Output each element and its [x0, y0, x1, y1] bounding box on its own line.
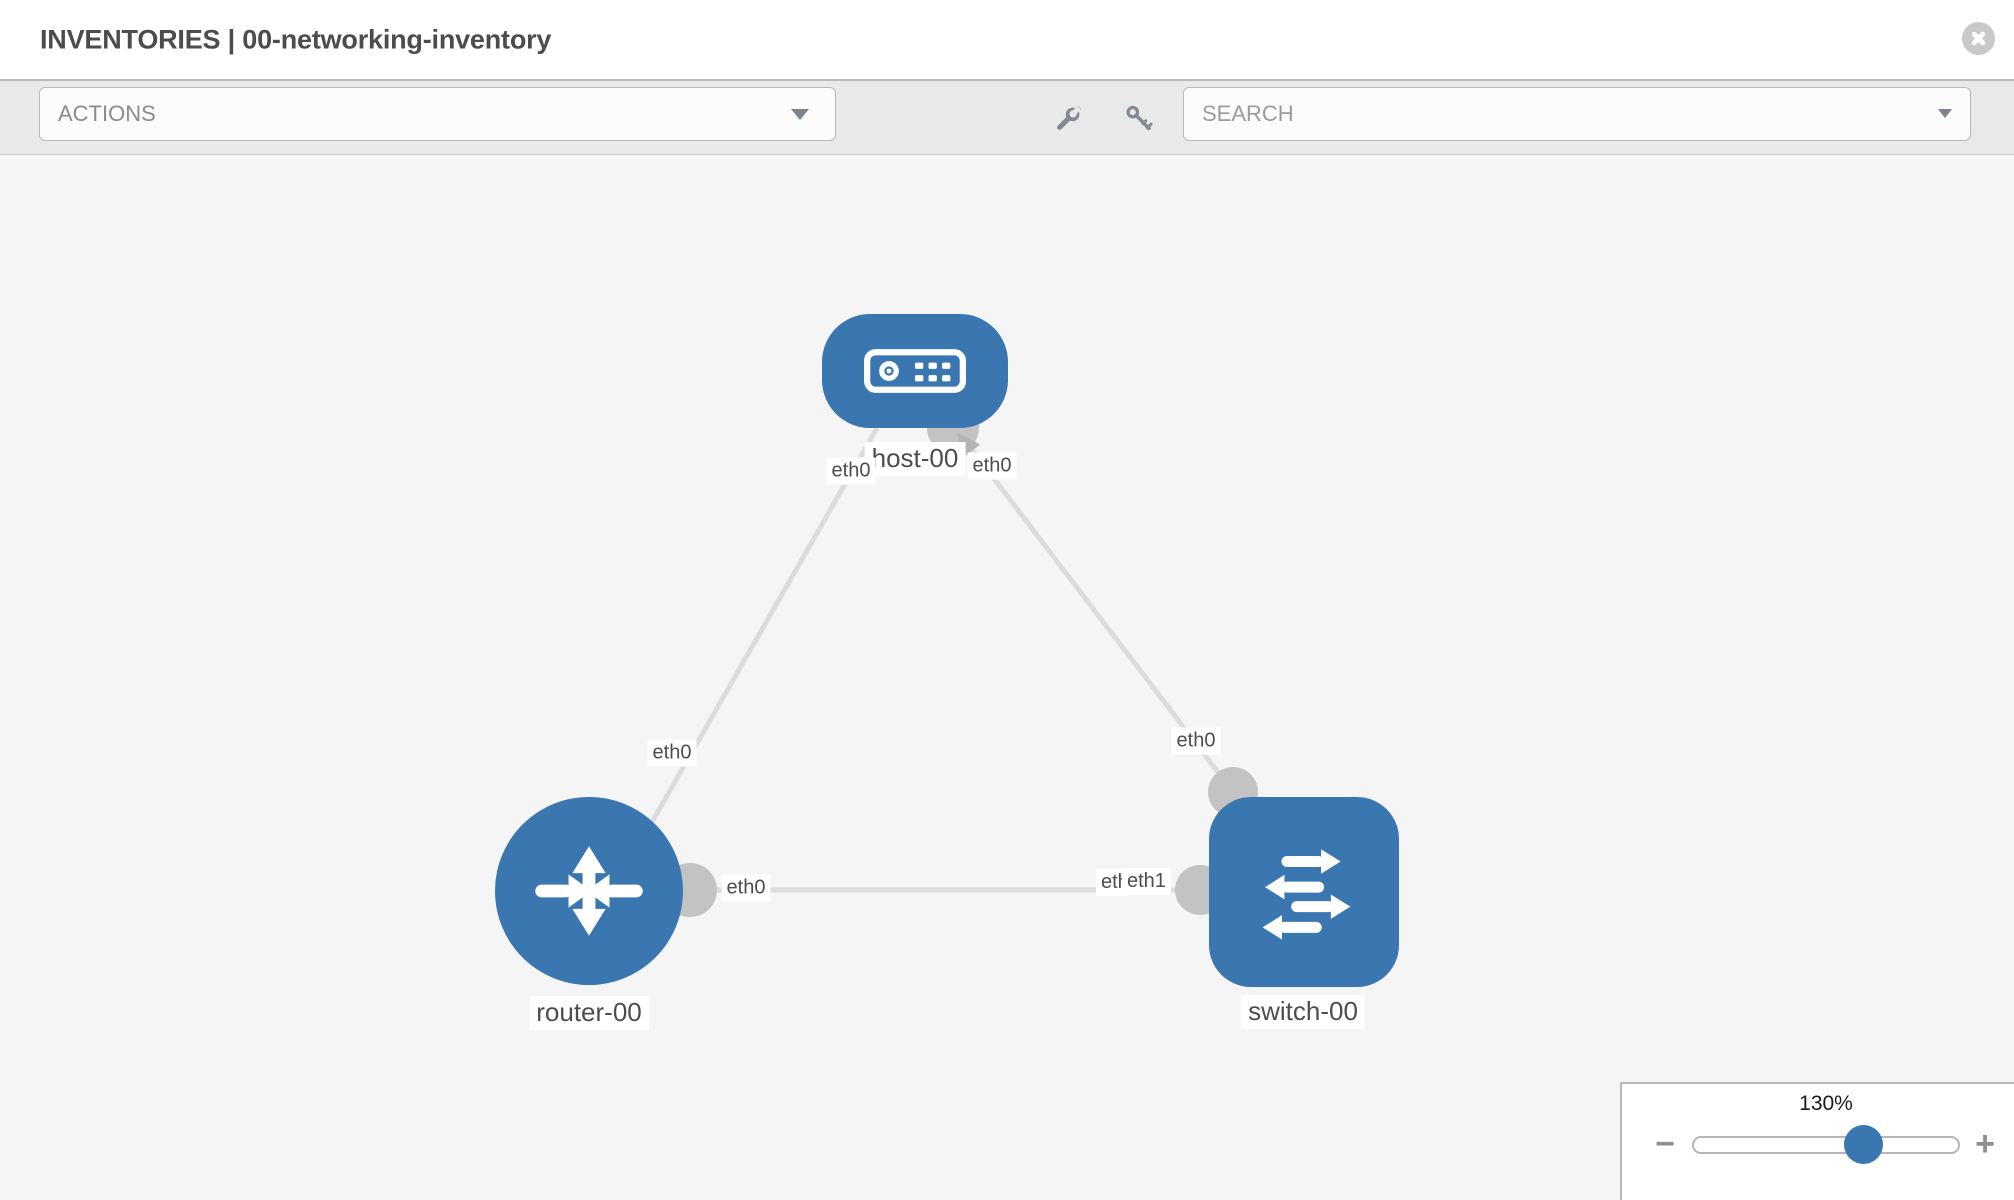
switch-icon [1262, 849, 1351, 940]
actions-dropdown[interactable]: ACTIONS [39, 87, 836, 141]
interface-label: eth0 [826, 457, 876, 485]
node-label-switch: switch-00 [1241, 995, 1365, 1029]
topology-canvas[interactable]: host-00 router-00 switch-00 eth0 eth0 et… [0, 155, 2014, 1200]
node-host-00[interactable] [822, 314, 1008, 428]
interface-label: eth1 [1096, 869, 1127, 896]
wrench-icon[interactable] [1050, 101, 1086, 137]
chevron-down-icon [791, 109, 809, 120]
node-label-router: router-00 [529, 996, 649, 1030]
zoom-slider-track[interactable] [1692, 1136, 1960, 1154]
actions-dropdown-label: ACTIONS [58, 101, 156, 126]
search-dropdown[interactable]: SEARCH [1183, 87, 1971, 141]
zoom-slider-thumb[interactable] [1844, 1125, 1883, 1164]
chevron-down-icon [1938, 109, 1952, 118]
interface-label: eth0 [721, 874, 771, 902]
node-router-00[interactable] [495, 797, 683, 985]
zoom-out-button[interactable]: − [1645, 1124, 1685, 1164]
zoom-in-button[interactable]: + [1965, 1124, 2005, 1164]
zoom-level-value: 130% [1799, 1092, 1853, 1115]
panel-header: INVENTORIES | 00-networking-inventory [0, 0, 2014, 81]
node-label-host: host-00 [864, 442, 966, 476]
router-icon [535, 846, 643, 936]
key-icon[interactable] [1122, 101, 1158, 137]
close-button[interactable] [1962, 22, 1995, 55]
host-icon [864, 349, 966, 393]
toolbar: ACTIONS SEARCH [0, 81, 2014, 155]
interface-label: eth0 [967, 452, 1017, 480]
node-switch-00[interactable] [1209, 797, 1399, 987]
search-placeholder: SEARCH [1202, 101, 1294, 126]
interface-label: eth0 [647, 739, 697, 767]
topology-links [649, 402, 1258, 917]
interface-label: eth1 [1122, 868, 1171, 895]
zoom-control-panel: 130% − + [1620, 1082, 2014, 1200]
interface-label: eth0 [1171, 727, 1221, 755]
page-title: INVENTORIES | 00-networking-inventory [40, 24, 552, 54]
